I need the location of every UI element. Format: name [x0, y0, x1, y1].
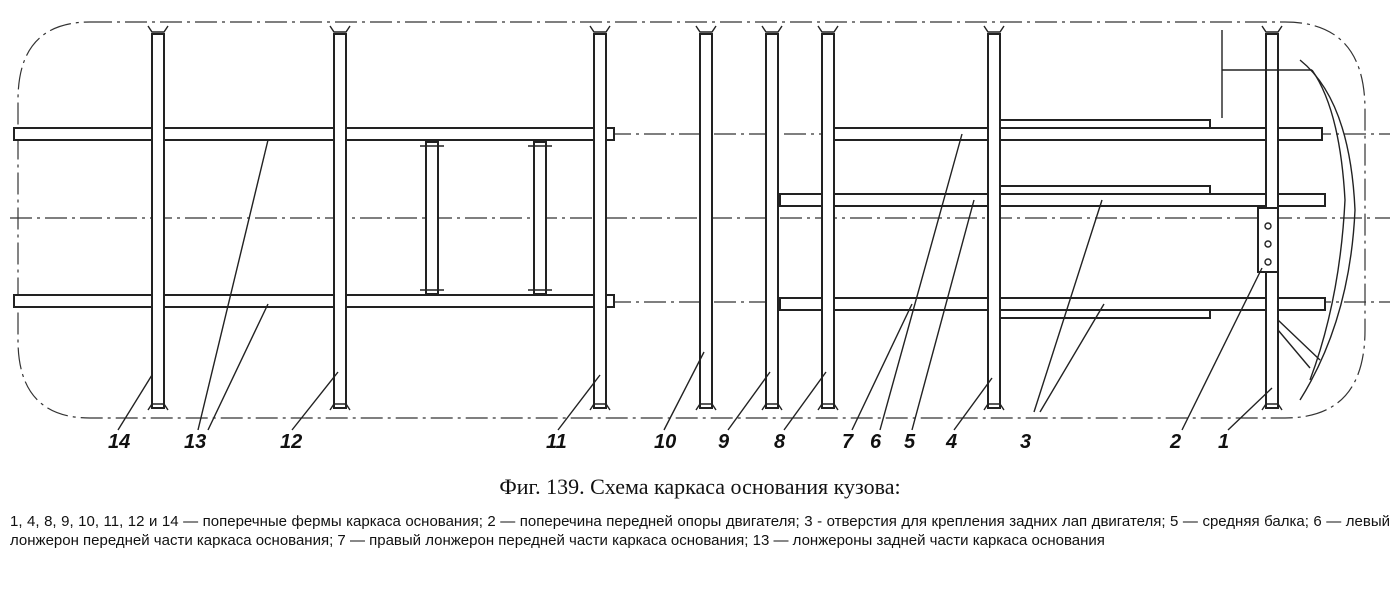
frame-bracket [983, 403, 1005, 411]
transverse-frame [987, 33, 1001, 409]
front-engine-support-crossmember [1257, 207, 1279, 273]
leader-line [1181, 267, 1263, 431]
callout-14: 14 [108, 431, 130, 453]
callout-13: 13 [184, 431, 206, 453]
leader-line [1227, 387, 1273, 431]
leader-line [197, 139, 269, 431]
rear-crossmember-2 [533, 141, 547, 295]
front-bumper-contour [1299, 59, 1356, 401]
callout-9: 9 [718, 431, 730, 453]
transverse-frame [593, 33, 607, 409]
transverse-frame [699, 33, 713, 409]
right-front-longeron [779, 297, 1326, 311]
callout-12: 12 [280, 431, 302, 453]
callout-1: 1 [1218, 431, 1229, 453]
callout-7: 7 [842, 431, 854, 453]
leader-line [117, 374, 153, 431]
leader-line [557, 374, 601, 431]
bolt-hole [1264, 240, 1272, 248]
rear-crossmember-1 [425, 141, 439, 295]
callout-4: 4 [945, 431, 957, 453]
frame-bracket [147, 403, 169, 411]
leader-line [1039, 303, 1105, 413]
rear-longeron-upper [13, 127, 615, 141]
bolt-hole [1264, 258, 1272, 266]
frame-bracket [695, 403, 717, 411]
leader-line [911, 199, 975, 431]
transverse-frames [147, 25, 1283, 411]
leader-line [727, 371, 771, 431]
frame-bracket [817, 403, 839, 411]
leader-line [207, 303, 269, 431]
frame-bracket [147, 25, 169, 33]
transverse-frame [765, 33, 779, 409]
frame-bracket [589, 25, 611, 33]
callout-5: 5 [904, 431, 916, 453]
middle-beam [779, 193, 1326, 207]
leader-lines [117, 133, 1273, 431]
chassis-frame-diagram: 14 13 12 11 10 9 8 7 6 5 4 3 2 1 [10, 21, 1390, 453]
figure-legend: 1, 4, 8, 9, 10, 11, 12 и 14 — поперечные… [10, 513, 1390, 549]
frame-bracket [761, 25, 783, 33]
frame-bracket [1261, 25, 1283, 33]
transverse-frame [151, 33, 165, 409]
frame-bracket [329, 403, 351, 411]
leader-line [291, 371, 339, 431]
frame-bracket [1261, 403, 1283, 411]
leader-line [851, 303, 913, 431]
engine-mount-plate-upper [999, 119, 1211, 129]
frame-bracket [983, 25, 1005, 33]
rear-longeron-lower [13, 294, 615, 308]
leader-line [953, 377, 993, 431]
leader-line [663, 351, 705, 431]
callout-2: 2 [1169, 431, 1181, 453]
callout-11: 11 [546, 431, 567, 453]
engine-mount-plate-middle [999, 185, 1211, 195]
callout-labels: 14 13 12 11 10 9 8 7 6 5 4 3 2 1 [108, 431, 1229, 453]
leader-line [879, 133, 963, 431]
leader-line [1033, 199, 1103, 413]
frame-bracket [817, 25, 839, 33]
front-nose-structure [1221, 30, 1346, 381]
transverse-frame [333, 33, 347, 409]
engine-mount-plate-lower [999, 309, 1211, 319]
figure-caption: Фиг. 139. Схема каркаса основания кузова… [499, 474, 901, 499]
callout-3: 3 [1020, 431, 1031, 453]
leader-line [783, 371, 827, 431]
frame-bracket [329, 25, 351, 33]
callout-8: 8 [774, 431, 786, 453]
callout-10: 10 [654, 431, 676, 453]
frame-bracket [761, 403, 783, 411]
body-outline [17, 21, 1366, 419]
transverse-frame [821, 33, 835, 409]
frame-bracket [589, 403, 611, 411]
frame-bracket [695, 25, 717, 33]
left-front-longeron [831, 127, 1323, 141]
callout-6: 6 [870, 431, 882, 453]
bolt-hole [1264, 222, 1272, 230]
